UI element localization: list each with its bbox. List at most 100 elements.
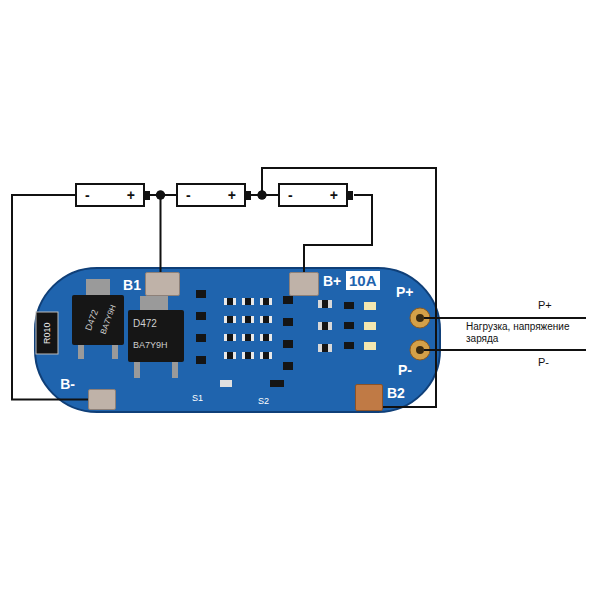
load-wires — [424, 349, 586, 351]
battery-cell: -+ — [278, 183, 348, 207]
solder-pad: B2 — [355, 384, 383, 411]
smd-components — [263, 334, 269, 341]
smd-components — [344, 302, 354, 309]
smd-components — [322, 322, 328, 330]
mosfet-left — [72, 295, 124, 345]
terminal-sign: + — [228, 188, 236, 202]
pad-label: B- — [60, 376, 75, 392]
battery-cell: -+ — [176, 183, 246, 207]
output-terminals — [416, 314, 424, 322]
terminal-label: P- — [398, 362, 412, 378]
smd-components — [344, 342, 354, 349]
terminal-sign: + — [330, 188, 338, 202]
terminal-label: P+ — [396, 284, 414, 300]
pcb-outline — [35, 268, 440, 412]
current-rating: 10A — [346, 271, 380, 290]
smd-components — [260, 334, 272, 341]
smd-components — [322, 344, 328, 352]
mosfet-right — [128, 296, 184, 378]
smd-components — [270, 380, 284, 387]
smd-components — [220, 380, 232, 387]
smd-components — [242, 316, 254, 323]
smd-components — [242, 352, 254, 359]
output-terminals — [410, 308, 430, 360]
smd-components — [260, 316, 272, 323]
resistor-marking: R010 — [42, 322, 52, 344]
smd-components — [245, 298, 251, 305]
mosfet-right — [128, 310, 184, 362]
smd-components — [364, 322, 376, 330]
mosfet-right — [172, 362, 178, 378]
smd-components — [196, 334, 206, 342]
smd-components — [263, 316, 269, 323]
smd-components — [227, 316, 233, 323]
shunt-resistor — [36, 312, 58, 354]
smd-components — [196, 312, 206, 320]
smd-components — [260, 298, 272, 305]
smd-components — [245, 316, 251, 323]
smd-components — [242, 298, 254, 305]
smd-components — [283, 296, 293, 304]
solder-pad: B1 — [145, 272, 180, 296]
smd-components — [344, 322, 354, 329]
smd-components — [224, 352, 236, 359]
smd-components — [242, 334, 254, 341]
mosfet-right — [140, 296, 168, 310]
smd-components — [263, 352, 269, 359]
smd-components — [283, 318, 293, 326]
pad-label: B2 — [387, 385, 405, 401]
load-wires — [424, 318, 586, 350]
wire-note: Нагрузка, напряжение заряда — [466, 321, 584, 344]
junction-dot — [156, 191, 165, 200]
smd-components — [227, 352, 233, 359]
pad-label: B1 — [123, 277, 141, 293]
mosfet-left — [112, 345, 118, 359]
mosfet-right — [134, 362, 140, 378]
pad-name: S2 — [258, 396, 269, 406]
load-wires — [424, 317, 586, 319]
smd-components — [245, 352, 251, 359]
solder-pad: B- — [88, 389, 116, 410]
smd-components — [196, 356, 206, 364]
wire-label: P+ — [538, 299, 552, 312]
solder-pad: B+ — [289, 272, 319, 296]
smd-components — [318, 344, 332, 352]
smd-components — [245, 334, 251, 341]
smd-components — [196, 290, 376, 387]
smd-components — [283, 362, 293, 370]
smd-components — [260, 352, 272, 359]
smd-components — [263, 298, 269, 305]
smd-components — [224, 316, 236, 323]
shunt-resistor — [36, 312, 58, 354]
pad-name: S1 — [192, 393, 203, 403]
terminal-sign: - — [85, 188, 90, 202]
smd-components — [364, 302, 376, 310]
chip-marking: D472 — [133, 318, 157, 330]
mosfet-left — [86, 279, 110, 295]
smd-components — [227, 298, 233, 305]
smd-components — [227, 334, 233, 341]
chip-marking: BA7Y9H — [133, 340, 168, 350]
terminal-sign: - — [186, 188, 191, 202]
pad-label: B+ — [323, 273, 341, 289]
smd-components — [196, 290, 206, 298]
mosfet-left — [72, 279, 124, 359]
smd-components — [318, 322, 332, 330]
smd-components — [364, 342, 376, 350]
smd-components — [224, 334, 236, 341]
junction-dot — [258, 191, 267, 200]
junction-dot — [258, 191, 267, 200]
wire — [12, 195, 88, 400]
smd-components — [322, 300, 328, 308]
junction-dot — [156, 191, 165, 200]
battery-cell: -+ — [75, 183, 145, 207]
smd-components — [224, 298, 236, 305]
smd-components — [283, 340, 293, 348]
terminal-sign: + — [127, 188, 135, 202]
wire-label: P- — [538, 356, 549, 369]
wire — [246, 168, 436, 407]
smd-components — [318, 300, 332, 308]
mosfet-left — [78, 345, 84, 359]
wire — [145, 195, 161, 272]
